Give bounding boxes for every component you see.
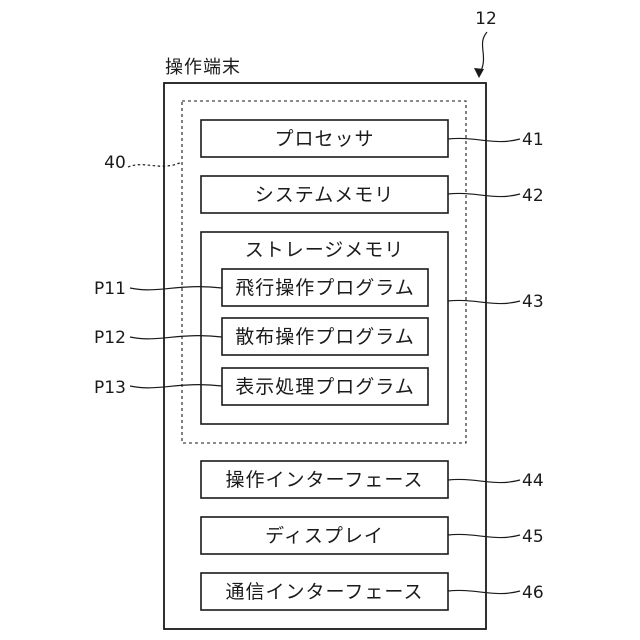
- communication-interface-number: 46: [522, 583, 544, 603]
- spraying-program-number: P12: [94, 328, 126, 348]
- spraying-program-label: 散布操作プログラム: [235, 326, 414, 348]
- system-memory-number: 42: [522, 186, 544, 206]
- operation-interface-label: 操作インターフェース: [226, 469, 424, 491]
- display-number: 45: [522, 527, 544, 547]
- device-title: 操作端末: [165, 57, 241, 78]
- display-processing-program-number: P13: [94, 378, 126, 398]
- communication-interface-label: 通信インターフェース: [226, 581, 424, 603]
- display-processing-program-label: 表示処理プログラム: [235, 376, 414, 398]
- flight-program-label: 飛行操作プログラム: [235, 277, 414, 299]
- display-label: ディスプレイ: [265, 525, 384, 547]
- processor-label: プロセッサ: [274, 128, 374, 150]
- operation-interface-number: 44: [522, 471, 544, 491]
- device-arrow-line: [479, 32, 487, 75]
- storage-memory-number: 43: [522, 292, 544, 312]
- storage-memory-label: ストレージメモリ: [245, 239, 405, 261]
- group-number: 40: [104, 153, 126, 173]
- flight-program-number: P11: [94, 279, 126, 299]
- processor-number: 41: [522, 130, 544, 150]
- device-arrow-head: [474, 68, 484, 78]
- device-number: 12: [475, 9, 497, 29]
- system-memory-label: システムメモリ: [255, 184, 394, 206]
